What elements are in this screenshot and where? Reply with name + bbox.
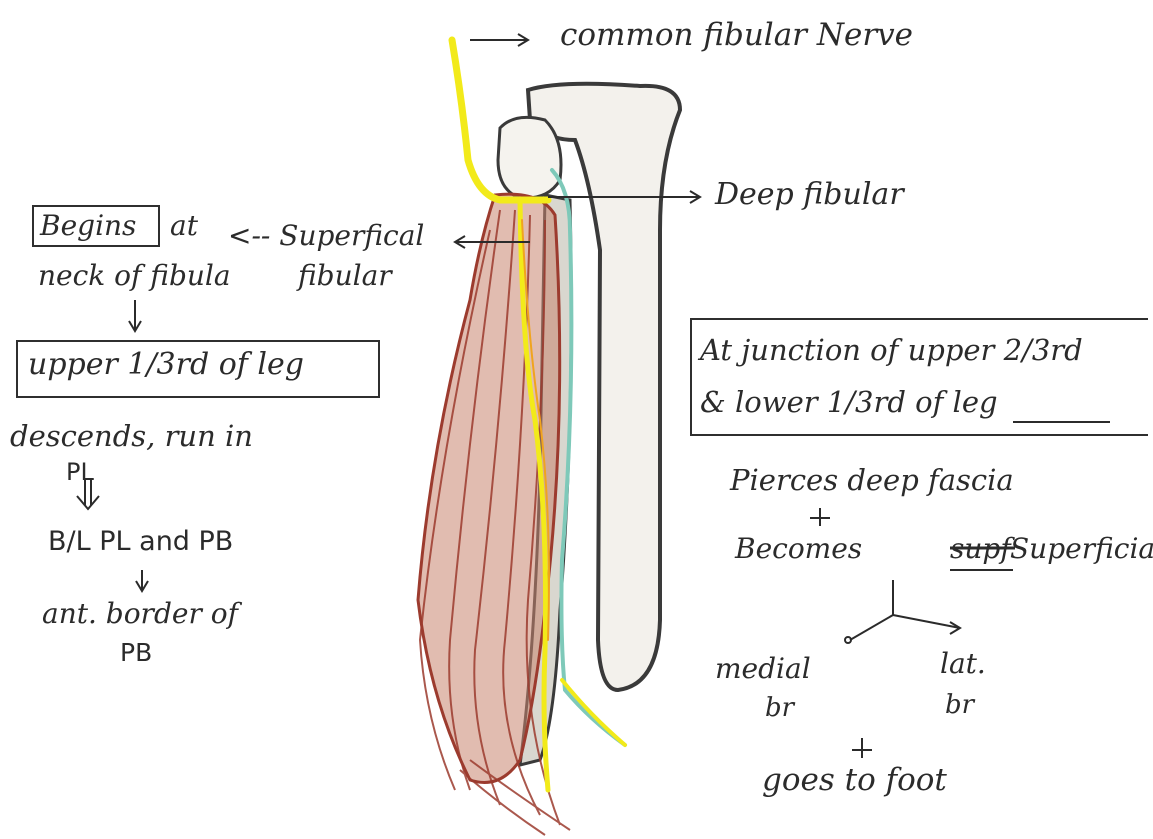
neck-of-fibula-label: neck of fibula (38, 262, 231, 290)
becomes-struck-label: supf (950, 535, 1011, 563)
descends-label: descends, run in (10, 422, 253, 451)
fibular-label: fibular (298, 262, 392, 290)
junction-line1: At junction of upper 2/3rd (700, 336, 1083, 365)
deep-fibular-label: Deep fibular (715, 180, 904, 210)
bl-pl-pb-label: B/L PL and PB (48, 528, 233, 555)
pb-label: PB (120, 640, 152, 665)
upper-third-label: upper 1/3rd of leg (28, 350, 304, 380)
medial-label: medial (715, 655, 811, 683)
junction-line2: & lower 1/3rd of leg (700, 388, 998, 417)
fibula-head (498, 117, 561, 198)
common-fibular-nerve-label: common fibular Nerve (560, 20, 913, 51)
lat-br-label: br (945, 692, 974, 718)
becomes-label: Becomes (735, 535, 862, 563)
begins-label: Begins (40, 212, 136, 240)
medial-br-label: br (765, 695, 794, 721)
goes-to-foot-label: goes to foot (762, 765, 947, 796)
pierces-label: Pierces deep fascia (730, 466, 1014, 495)
superficial-label: <-- Superfical (228, 222, 424, 250)
pl-label: PL (66, 460, 94, 484)
lat-label: lat. (940, 650, 986, 678)
ant-border-label: ant. border of (42, 600, 238, 628)
at-label: at (170, 212, 198, 240)
becomes-superficial-label: Superficial (1010, 535, 1153, 563)
